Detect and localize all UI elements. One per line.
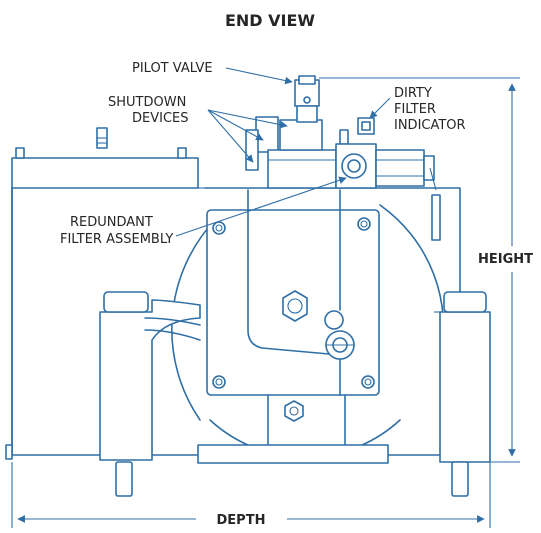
height-dimension [319,77,520,463]
depth-label: DEPTH [217,513,266,528]
shutdown-devices-label-line1: SHUTDOWN [108,95,186,110]
dirty-filter-label-line2: FILTER [394,102,436,117]
diagram-title: END VIEW [225,11,315,30]
base-plate [197,444,389,464]
right-accumulator [434,291,491,463]
dirty-filter-label-line3: INDICATOR [394,118,466,133]
redundant-filter-label-line1: REDUNDANT [70,215,153,230]
depth-dimension [11,462,491,528]
shutdown-devices-label-line2: DEVICES [132,111,189,126]
redundant-filter-assembly [335,143,441,241]
lid-bolts [15,127,187,159]
left-accumulator [99,291,201,461]
manifold-bolt [212,217,375,389]
dirty-filter-label-line1: DIRTY [394,86,432,101]
pump-manifold [206,189,380,446]
dirty-filter-indicator [339,117,375,145]
pilot-valve-label: PILOT VALVE [132,61,213,76]
shutdown-devices [245,116,337,189]
height-label: HEIGHT [478,252,533,267]
pilot-valve [294,75,320,123]
support-legs [115,461,469,497]
redundant-filter-label-line2: FILTER ASSEMBLY [60,232,173,247]
